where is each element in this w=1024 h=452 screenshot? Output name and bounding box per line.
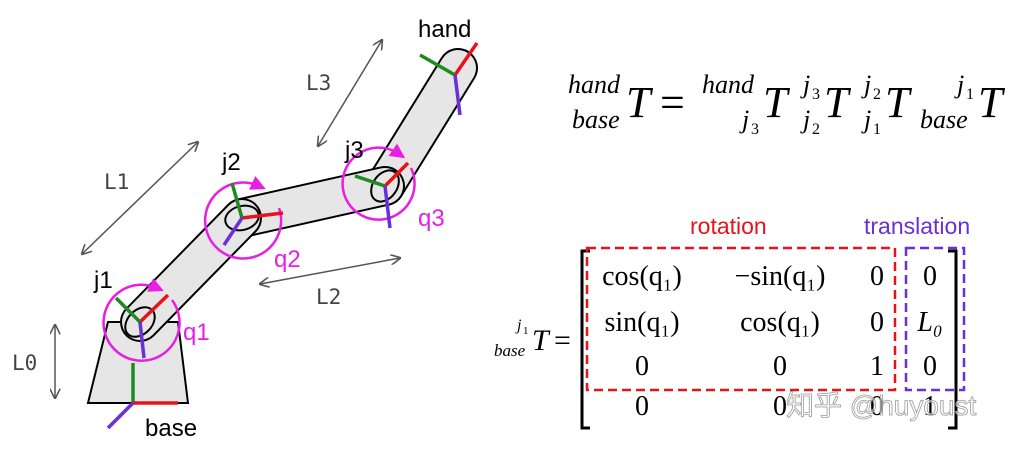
- eq-term4-sub: base: [920, 105, 968, 134]
- dimension-arrow-l2: [260, 258, 400, 284]
- label-j2: j2: [221, 149, 241, 176]
- matrix-cell-r4c2: 0: [773, 391, 787, 422]
- eq-term3-symbol: T: [885, 78, 913, 127]
- matrix-cell-r4c3: 0: [870, 391, 884, 422]
- label-hand: hand: [418, 16, 471, 43]
- eq-term1-symbol: T: [763, 78, 791, 127]
- matrix-cell-r4c1: 0: [635, 391, 649, 422]
- label-q1: q1: [183, 319, 210, 346]
- joint-3-frame-axes: [354, 161, 410, 229]
- eq-term3-sub-index: 1: [873, 121, 881, 138]
- watermark: 知乎 @huyoust: [786, 390, 976, 421]
- robot-arm-diagram: hand base j1 j2 j3 q1 q2 q3 L0 L1 L2 L3: [12, 16, 479, 442]
- matrix-cell-r3c1: 0: [635, 351, 649, 382]
- matrix-cell-r3c3: 1: [870, 351, 884, 382]
- eq-term2-sub-main: j: [800, 105, 810, 134]
- hand-frame-axes: [419, 42, 479, 116]
- matrix-cell-r4c4: 1: [923, 391, 937, 422]
- matrix-right-bracket: [948, 249, 958, 430]
- transform-chain-equation: hand base T = hand j 3 T j 3 j 2 T j 2 j…: [568, 70, 1006, 138]
- matrix-lhs-super-index: 1: [523, 325, 529, 337]
- matrix-cell-r2c2: cos(q₁): [740, 307, 820, 338]
- eq-equals: =: [660, 78, 685, 127]
- label-j1: j1: [93, 267, 113, 294]
- eq-term1-sub-index: 3: [751, 121, 759, 138]
- matrix-cell-r3c4: 0: [923, 351, 937, 382]
- eq-term4-super-main: j: [954, 70, 964, 99]
- matrix-cell-r1c3: 0: [870, 261, 884, 292]
- label-j3: j3: [344, 137, 364, 164]
- eq-lhs-super: hand: [568, 70, 621, 99]
- matrix-cell-r1c1: cos(q₁): [602, 261, 682, 292]
- matrix-cell-r2c4: L₀: [916, 307, 942, 338]
- translation-label: translation: [864, 213, 970, 239]
- joint-2-frame-axes: [222, 182, 284, 246]
- eq-lhs-sub: base: [572, 105, 620, 134]
- label-l1: L1: [104, 170, 129, 194]
- label-q2: q2: [274, 246, 301, 273]
- eq-term4-symbol: T: [978, 78, 1006, 127]
- label-base: base: [145, 415, 197, 442]
- eq-term3-super-index: 2: [873, 86, 881, 103]
- eq-term2-super-index: 3: [812, 86, 820, 103]
- translation-dashed-box: [904, 246, 966, 392]
- matrix-cell-r3c2: 0: [773, 351, 787, 382]
- matrix-cell-r1c4: 0: [923, 261, 937, 292]
- matrix-lhs-super-main: j: [515, 317, 522, 334]
- eq-term2-super-main: j: [800, 70, 810, 99]
- matrix-cell-r2c3: 0: [870, 307, 884, 338]
- eq-term1-super: hand: [702, 70, 755, 99]
- base-frame-axes: [106, 363, 178, 430]
- eq-term1-sub-main: j: [739, 105, 749, 134]
- eq-term3-sub-main: j: [861, 105, 871, 134]
- label-l3: L3: [306, 71, 331, 95]
- matrix-lhs-equals: =: [554, 324, 571, 357]
- matrix-lhs-sub: base: [494, 341, 526, 360]
- joint-3-angle-arc: [341, 143, 416, 221]
- eq-lhs-symbol: T: [626, 78, 654, 127]
- link-3: [365, 48, 478, 206]
- joint-1-frame-axes: [114, 293, 170, 359]
- rotation-dashed-box: [585, 246, 897, 392]
- label-l2: L2: [316, 285, 341, 309]
- dimension-arrow-l1: [82, 142, 198, 254]
- transform-matrix-figure: rotation translation j 1 base T = cos(q₁…: [494, 213, 977, 430]
- rotation-label: rotation: [690, 213, 767, 239]
- eq-term2-sub-index: 2: [812, 121, 820, 138]
- eq-term2-symbol: T: [824, 78, 852, 127]
- label-q3: q3: [418, 205, 445, 232]
- matrix-cell-r1c2: −sin(q₁): [735, 261, 826, 292]
- label-l0: L0: [12, 351, 37, 375]
- dimension-arrow-l3: [318, 40, 382, 146]
- eq-term3-super-main: j: [861, 70, 871, 99]
- link-2: [222, 166, 405, 238]
- joint-2-angle-arc: [203, 176, 283, 260]
- eq-term4-super-index: 1: [966, 86, 974, 103]
- matrix-cell-r2c1: sin(q₁): [604, 307, 679, 338]
- matrix-lhs-symbol: T: [532, 324, 551, 357]
- joint-1-angle-arc: [102, 278, 181, 362]
